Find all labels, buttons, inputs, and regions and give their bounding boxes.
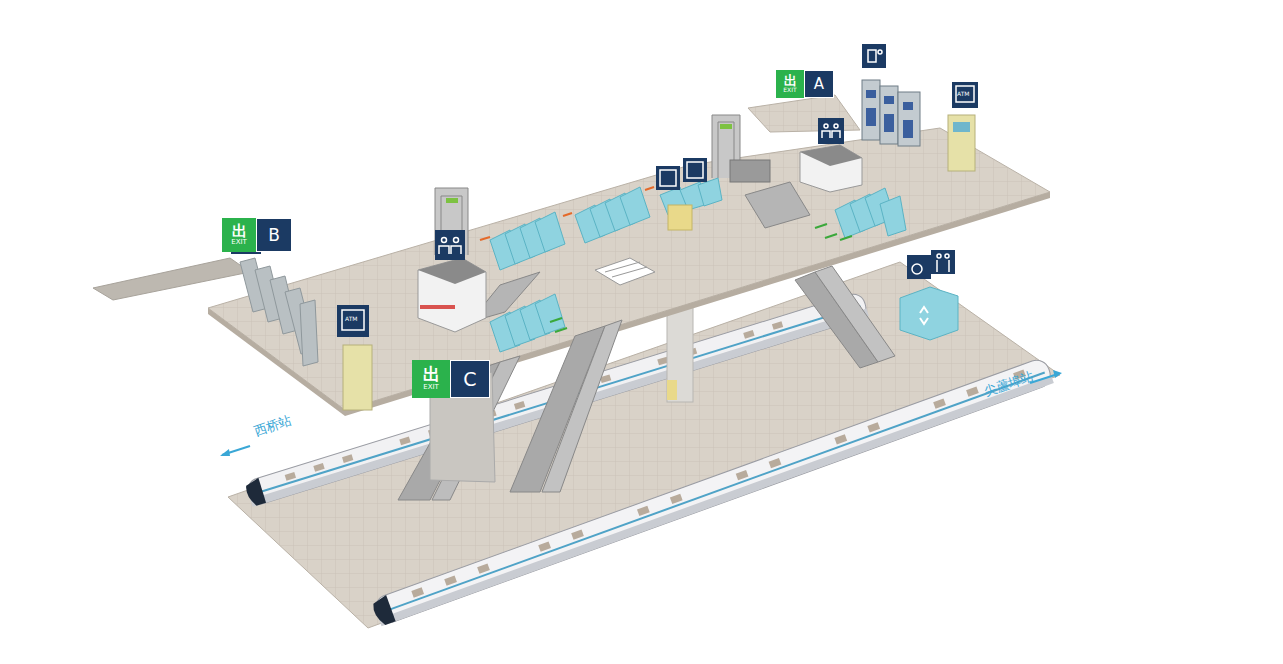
exit-glyph: 出 <box>232 224 247 239</box>
exit-word: EXIT <box>423 384 439 391</box>
exit-word: EXIT <box>231 239 247 246</box>
exit-green-panel: 出EXIT <box>776 70 804 98</box>
exit-sign: 出EXIT A <box>776 70 834 98</box>
station-direction: 西桥站 <box>252 413 293 438</box>
exit-sign: 出EXIT B <box>222 218 292 252</box>
exit-letter: B <box>268 227 280 244</box>
exit-letter: A <box>814 77 824 92</box>
station-direction: 尖蘆埠站 <box>982 369 1035 398</box>
atm-icon-text: ATM <box>345 316 357 322</box>
exit-glyph: 出 <box>784 75 797 88</box>
exit-word: EXIT <box>783 87 796 93</box>
exit-letter: C <box>463 370 476 389</box>
atm-icon-text: ATM <box>957 91 969 97</box>
exit-letter-panel: A <box>804 70 834 98</box>
exit-sign: 出EXIT C <box>412 360 490 398</box>
exit-green-panel: 出EXIT <box>412 360 450 398</box>
exit-green-panel: 出EXIT <box>222 218 256 252</box>
exit-letter-panel: C <box>450 360 490 398</box>
exit-glyph: 出 <box>423 367 440 384</box>
exit-letter-panel: B <box>256 218 292 252</box>
